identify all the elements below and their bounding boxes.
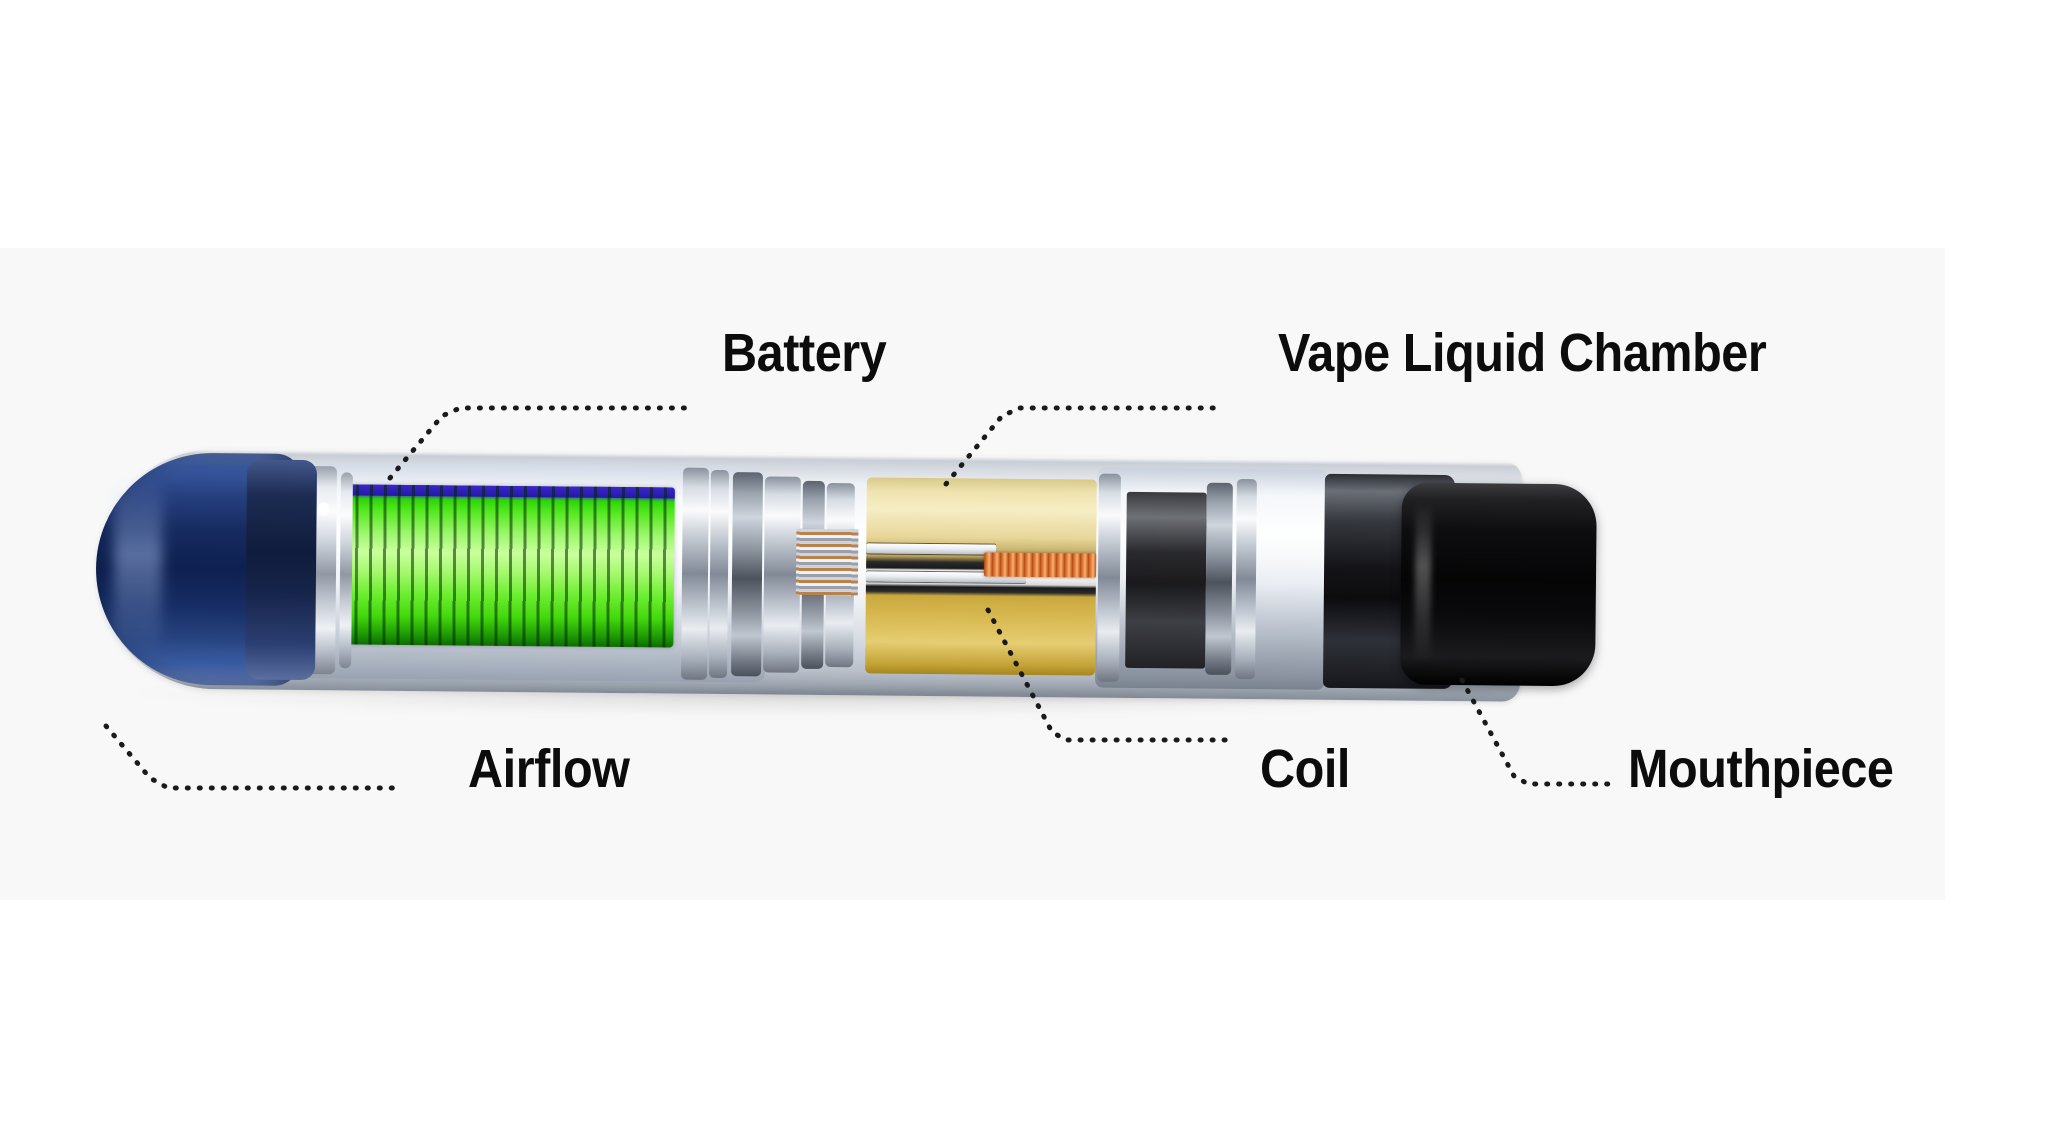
black-mouthpiece [1399,482,1597,687]
label-airflow: Airflow [468,739,630,799]
ring-sleeve-c [1235,478,1257,680]
wick-post-upper [866,543,997,555]
ring-sleeve-a [1097,473,1121,682]
ring-battery-right-b [709,469,730,679]
ring-battery-right-c [731,472,763,677]
label-battery: Battery [722,323,887,383]
heating-coil [984,552,1097,578]
vape-pen-illustration [94,448,1597,712]
label-coil: Coil [1260,739,1350,799]
airflow-gasket [795,528,859,596]
airflow-port [318,502,329,517]
collar-left-inner [339,472,353,669]
battery-cells [343,484,675,648]
label-mouthpiece: Mouthpiece [1628,739,1894,799]
mouthpiece-highlight [1414,502,1432,663]
battery-cell-ribs [343,484,675,648]
end-cap-highlight [113,474,163,655]
ring-battery-right-a [681,467,710,680]
device-drop-shadow [120,690,1540,716]
sleeve-inner-core [1125,491,1207,669]
ring-sleeve-b [1205,482,1233,675]
label-vape-liquid-chamber: Vape Liquid Chamber [1278,323,1767,383]
end-cap-inner-wall [244,459,318,681]
